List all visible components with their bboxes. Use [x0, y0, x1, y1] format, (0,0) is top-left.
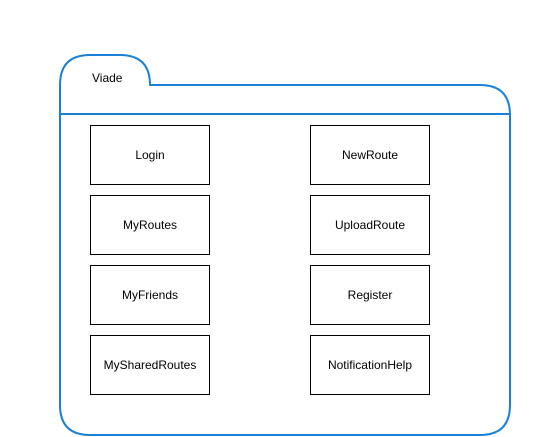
component-label: Register: [347, 288, 393, 302]
component-label: UploadRoute: [334, 218, 406, 232]
component-login[interactable]: Login: [90, 125, 210, 185]
component-label: NewRoute: [341, 148, 399, 162]
component-notificationhelp[interactable]: NotificationHelp: [310, 335, 430, 395]
package-title: Viade: [92, 71, 123, 85]
component-label: MySharedRoutes: [103, 358, 197, 372]
component-newroute[interactable]: NewRoute: [310, 125, 430, 185]
component-myroutes[interactable]: MyRoutes: [90, 195, 210, 255]
component-mysharedroutes[interactable]: MySharedRoutes: [90, 335, 210, 395]
component-label: MyRoutes: [122, 218, 178, 232]
component-register[interactable]: Register: [310, 265, 430, 325]
component-label: Login: [135, 148, 165, 162]
component-uploadroute[interactable]: UploadRoute: [310, 195, 430, 255]
component-myfriends[interactable]: MyFriends: [90, 265, 210, 325]
component-label: MyFriends: [121, 288, 178, 302]
component-label: NotificationHelp: [327, 358, 413, 372]
